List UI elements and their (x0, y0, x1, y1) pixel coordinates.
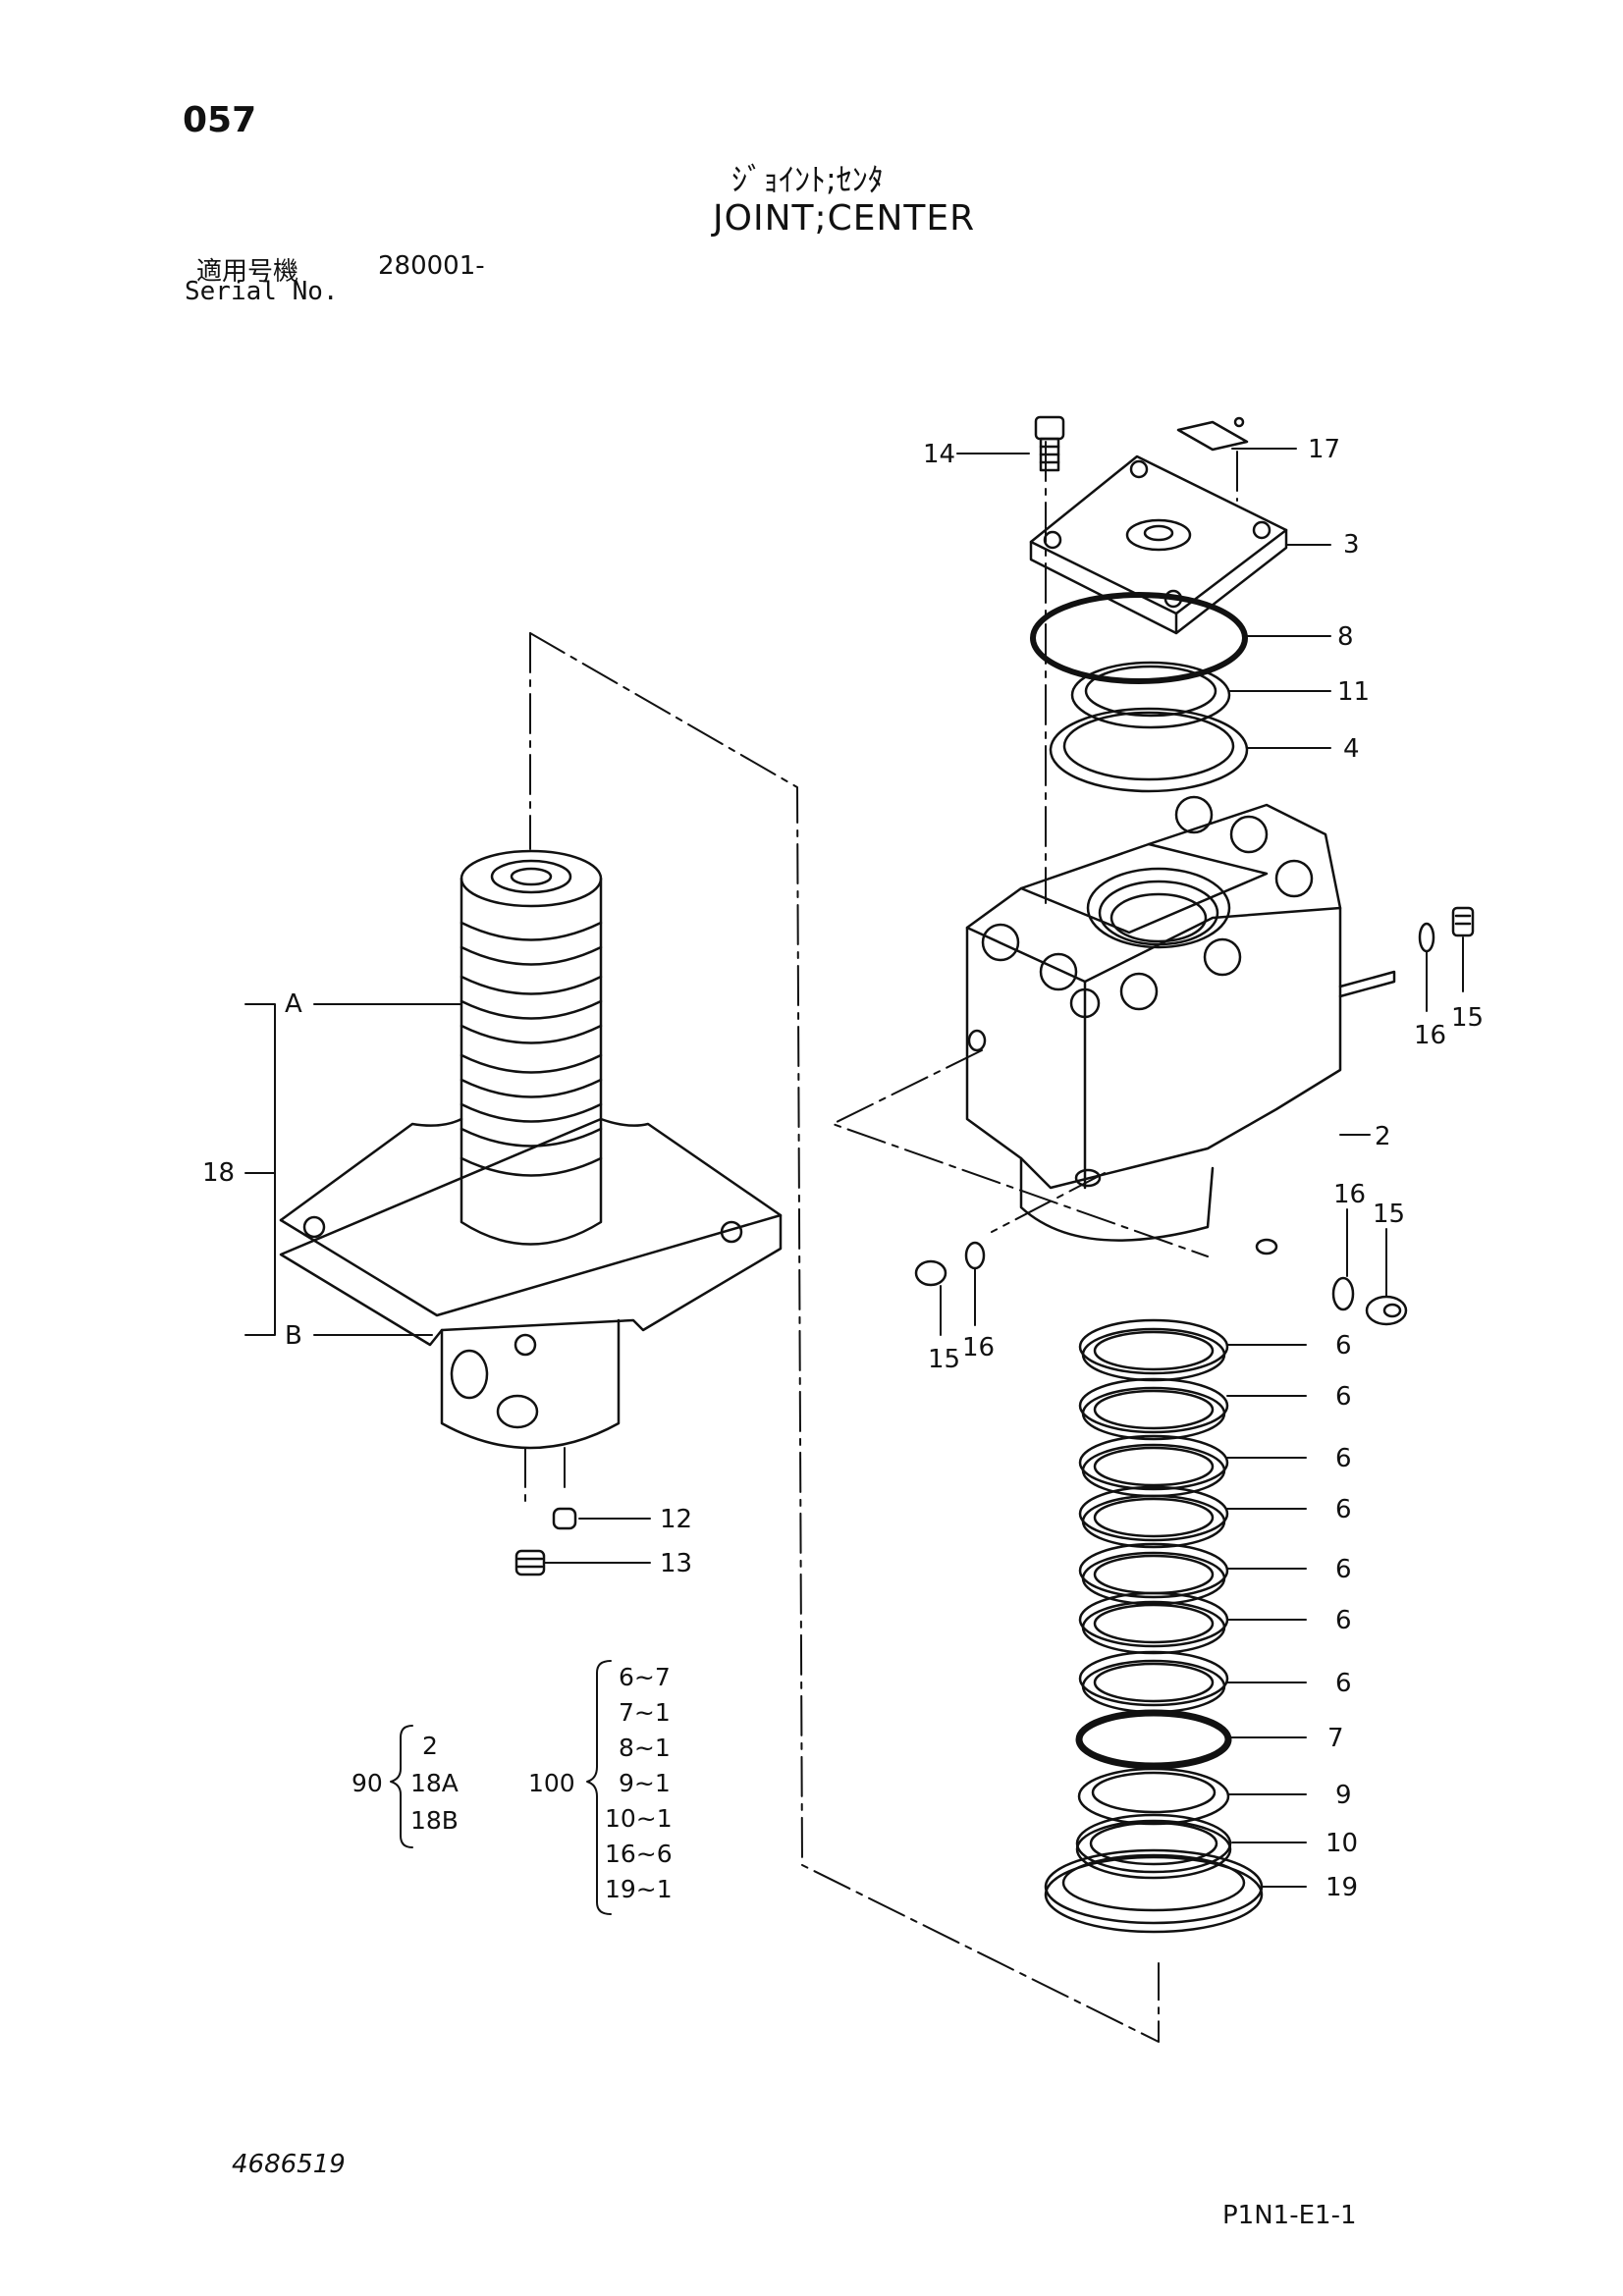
plug-and-oring-pair-right-bottom (1331, 1276, 1408, 1326)
spindle-18 (279, 849, 783, 1450)
kit-brace-100 (586, 1660, 612, 1915)
plug-12 (552, 1507, 577, 1530)
plug-and-oring-pair-right-top (1418, 906, 1475, 953)
ring-19 (1044, 1848, 1264, 1934)
bolt-14 (1034, 415, 1065, 472)
nameplate-17 (1176, 416, 1249, 452)
page-number: 057 (183, 100, 257, 140)
leader-lines (244, 448, 1464, 1888)
seal-stack-6 (1078, 1318, 1229, 1714)
kit-100-item: 8~1 (619, 1734, 671, 1762)
kit-100-item: 19~1 (605, 1875, 673, 1903)
callout-6-d: 6 (1335, 1495, 1352, 1524)
callout-7: 7 (1327, 1724, 1344, 1753)
title-english: JOINT;CENTER (713, 198, 976, 239)
serial-number-value: 280001- (378, 251, 485, 281)
callout-16-right-bottom: 16 (1333, 1180, 1367, 1209)
kit-100-item: 7~1 (619, 1698, 671, 1727)
callout-6-f: 6 (1335, 1606, 1352, 1635)
callout-16-left: 16 (962, 1333, 996, 1362)
callout-18: 18 (202, 1158, 236, 1188)
callout-10: 10 (1325, 1829, 1359, 1858)
kit-100-item: 9~1 (619, 1769, 671, 1797)
serial-label-japanese: 適用号機 (196, 257, 299, 287)
callout-9: 9 (1335, 1781, 1352, 1810)
ring-10 (1075, 1813, 1232, 1880)
o-ring-7 (1075, 1709, 1232, 1770)
ring-11 (1070, 661, 1231, 729)
kit-100-item: 10~1 (605, 1804, 673, 1833)
kit-90-item: 2 (422, 1732, 438, 1760)
callout-16-right-top: 16 (1414, 1021, 1447, 1050)
callout-A: A (285, 989, 302, 1019)
document-number: 4686519 (232, 2150, 346, 2179)
joint-body-2 (965, 795, 1396, 1255)
kit-100-item: 6~7 (619, 1663, 671, 1691)
callout-6-g: 6 (1335, 1669, 1352, 1698)
serial-label-english: Serial No. (185, 277, 339, 306)
kit-90-label: 90 (352, 1769, 383, 1797)
callout-17: 17 (1308, 435, 1341, 464)
kit-90-item: 18A (410, 1769, 459, 1797)
callout-15-right-bottom: 15 (1373, 1200, 1406, 1229)
callout-6-a: 6 (1335, 1331, 1352, 1361)
callout-B: B (285, 1321, 302, 1351)
o-ring-8 (1030, 592, 1248, 684)
kit-brace-90 (390, 1725, 413, 1848)
callout-15-left: 15 (928, 1345, 961, 1374)
plug-13 (514, 1549, 546, 1576)
kit-100-label: 100 (528, 1769, 575, 1797)
callout-12: 12 (660, 1505, 693, 1534)
callout-11: 11 (1337, 677, 1371, 707)
plug-and-oring-pair-left (914, 1241, 986, 1287)
page-reference: P1N1-E1-1 (1222, 2201, 1357, 2230)
title-japanese: ｼﾞｮｲﾝﾄ;ｾﾝﾀ (731, 161, 884, 198)
callout-19: 19 (1325, 1873, 1359, 1902)
callout-2: 2 (1375, 1122, 1391, 1151)
callout-8: 8 (1337, 622, 1354, 652)
callout-14: 14 (923, 440, 956, 469)
ring-4 (1049, 707, 1249, 793)
callout-6-b: 6 (1335, 1382, 1352, 1412)
callout-6-e: 6 (1335, 1555, 1352, 1584)
callout-6-c: 6 (1335, 1444, 1352, 1473)
callout-3: 3 (1343, 530, 1360, 560)
callout-15-right-top: 15 (1451, 1003, 1485, 1033)
callout-4: 4 (1343, 734, 1360, 764)
kit-90-item: 18B (410, 1806, 459, 1835)
callout-13: 13 (660, 1549, 693, 1578)
kit-100-item: 16~6 (605, 1840, 673, 1868)
